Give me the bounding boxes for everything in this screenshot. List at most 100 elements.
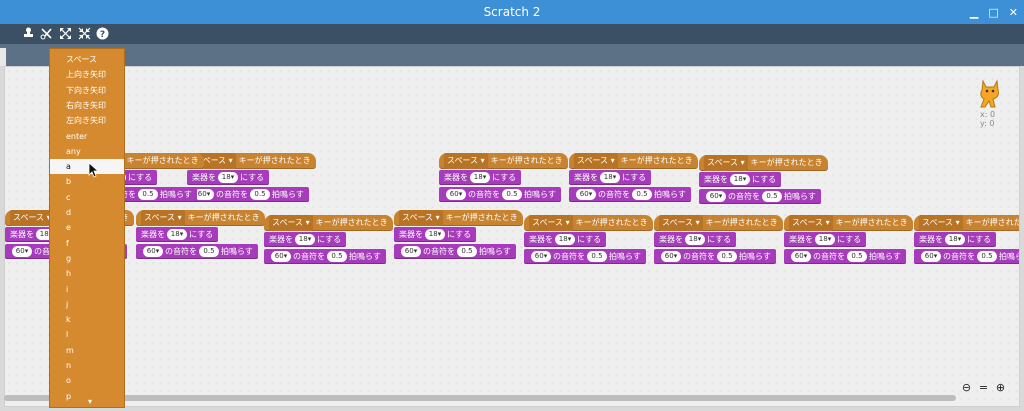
when-key-pressed-block[interactable]: スペース ▾キーが押されたとき: [784, 215, 913, 231]
note-input[interactable]: 60▾: [921, 251, 941, 262]
instrument-input[interactable]: 18▾: [730, 174, 750, 185]
horizontal-scrollbar[interactable]: [4, 395, 956, 401]
instrument-input[interactable]: 18▾: [555, 234, 575, 245]
menu-item[interactable]: enter: [66, 131, 88, 141]
menu-item[interactable]: l: [66, 330, 69, 340]
menu-item[interactable]: any: [66, 146, 81, 156]
beats-input[interactable]: 0.5: [717, 251, 737, 262]
instrument-input[interactable]: 18▾: [167, 229, 187, 240]
key-dropdown[interactable]: スペース ▾: [529, 215, 573, 231]
key-dropdown[interactable]: スペース ▾: [919, 215, 963, 231]
key-dropdown[interactable]: スペース ▾: [704, 155, 748, 171]
key-dropdown[interactable]: スペース ▾: [444, 153, 488, 169]
note-input[interactable]: 60▾: [531, 251, 551, 262]
beats-input[interactable]: 0.5: [327, 251, 347, 262]
key-dropdown[interactable]: スペース ▾: [269, 215, 313, 231]
help-icon[interactable]: ?: [96, 27, 109, 40]
menu-item[interactable]: b: [66, 177, 72, 187]
menu-item[interactable]: h: [66, 269, 72, 279]
menu-item[interactable]: スペース: [66, 55, 98, 64]
when-key-pressed-block[interactable]: スペース ▾キーが押されたとき: [187, 153, 316, 169]
menu-item[interactable]: 上向き矢印: [66, 70, 106, 80]
zoom-in-icon[interactable]: ⊕: [995, 381, 1006, 394]
instrument-input[interactable]: 18▾: [815, 234, 835, 245]
when-key-pressed-block[interactable]: スペース ▾キーが押されたとき: [699, 155, 828, 171]
beats-input[interactable]: 0.5: [762, 191, 782, 202]
zoom-out-icon[interactable]: ⊖: [961, 381, 972, 394]
instrument-input[interactable]: 18▾: [600, 172, 620, 183]
menu-item[interactable]: g: [66, 253, 72, 263]
when-key-pressed-block[interactable]: スペース ▾キーが押されたとき: [654, 215, 783, 231]
instrument-input[interactable]: 18▾: [945, 234, 965, 245]
when-key-pressed-block[interactable]: スペース ▾キーが押されたとき: [569, 153, 698, 169]
when-key-pressed-block[interactable]: スペース ▾キーが押されたとき: [264, 215, 393, 231]
duplicate-icon[interactable]: [22, 27, 35, 40]
beats-input[interactable]: 0.5: [138, 189, 158, 200]
note-input[interactable]: 60▾: [401, 246, 421, 257]
beats-input[interactable]: 0.5: [977, 251, 997, 262]
key-dropdown[interactable]: スペース ▾: [659, 215, 703, 231]
beats-input[interactable]: 0.5: [632, 189, 652, 200]
close-icon[interactable]: ✕: [1008, 5, 1018, 19]
menu-item[interactable]: o: [66, 376, 71, 386]
note-input[interactable]: 60▾: [791, 251, 811, 262]
key-dropdown[interactable]: スペース ▾: [399, 210, 443, 226]
note-input[interactable]: 60▾: [271, 251, 291, 262]
when-key-pressed-block[interactable]: スペース ▾キーが押されたとき: [136, 210, 265, 226]
beats-input[interactable]: 0.5: [457, 246, 477, 257]
beats-input[interactable]: 0.5: [847, 251, 867, 262]
menu-item[interactable]: 左向き矢印: [66, 116, 106, 126]
menu-item[interactable]: c: [66, 192, 71, 202]
instrument-input[interactable]: 18▾: [36, 229, 56, 240]
note-input[interactable]: 60▾: [706, 191, 726, 202]
menu-item[interactable]: 右向き矢印: [66, 100, 106, 110]
zoom-reset-button[interactable]: =: [978, 381, 989, 394]
maximize-icon[interactable]: □: [988, 5, 999, 19]
grow-icon[interactable]: [59, 27, 72, 40]
when-key-pressed-block[interactable]: スペース ▾キーが押されたとき: [524, 215, 653, 231]
instrument-input[interactable]: 18▾: [470, 172, 490, 183]
note-input[interactable]: 60▾: [12, 246, 32, 257]
menu-item[interactable]: n: [66, 361, 72, 370]
key-dropdown[interactable]: スペース ▾: [789, 215, 833, 231]
menu-item[interactable]: i: [66, 284, 69, 294]
menu-item[interactable]: a: [50, 159, 124, 175]
key-dropdown[interactable]: スペース ▾: [141, 210, 185, 226]
key-dropdown[interactable]: スペース ▾: [10, 210, 54, 226]
when-key-pressed-block[interactable]: スペース ▾キーが押されたとき: [439, 153, 568, 169]
menu-item[interactable]: j: [66, 299, 69, 309]
note-input[interactable]: 60▾: [446, 189, 466, 200]
tab-scripts[interactable]: [0, 48, 6, 66]
note-input[interactable]: 60▾: [576, 189, 596, 200]
menu-item[interactable]: 下向き矢印: [66, 85, 106, 95]
note-input[interactable]: 60▾: [661, 251, 681, 262]
instrument-input[interactable]: 18▾: [295, 234, 315, 245]
